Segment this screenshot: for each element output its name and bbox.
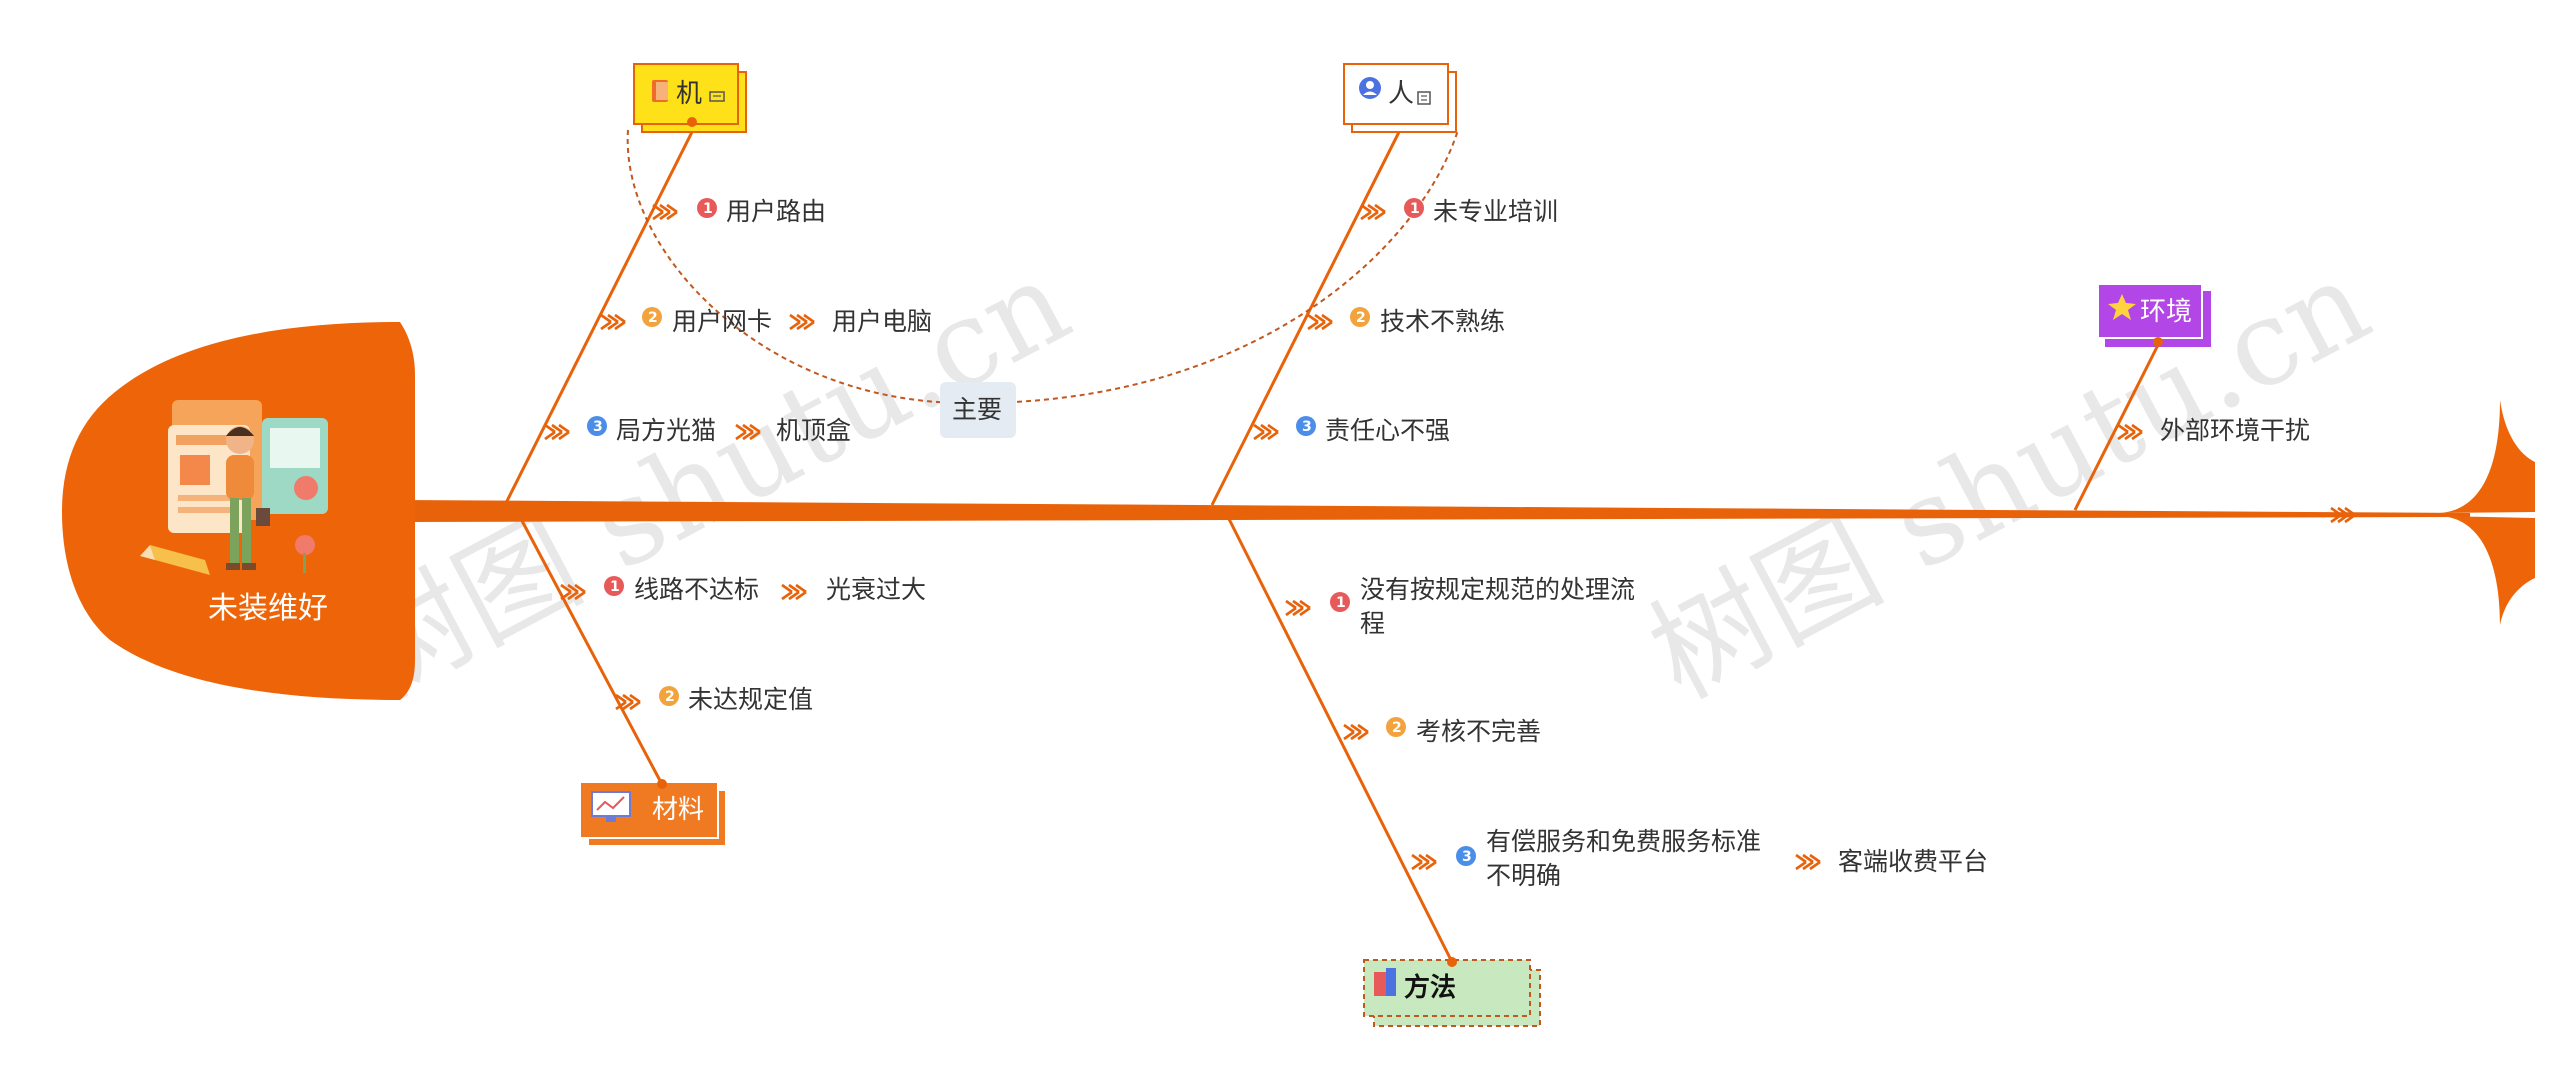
svg-text:3: 3: [1462, 849, 1472, 865]
watermark-right: 树图 shutu.cn: [1628, 232, 2390, 724]
cause-machine-3[interactable]: 局方光猫: [616, 416, 716, 445]
cause-people-3[interactable]: 责任心不强: [1325, 416, 1450, 445]
note-icon: [1417, 91, 1431, 105]
svg-text:2: 2: [1356, 310, 1366, 326]
cause-machine-1[interactable]: 用户路由: [726, 197, 826, 226]
svg-text:2: 2: [1392, 720, 1402, 736]
cause-material-2[interactable]: 未达规定值: [688, 685, 813, 714]
svg-text:树图 shutu.cn: 树图 shutu.cn: [1628, 232, 2390, 724]
cause-machine-2[interactable]: 用户网卡: [672, 307, 772, 336]
cause-machine-3-sub[interactable]: 机顶盒: [776, 416, 851, 445]
badge-1: 1: [1330, 592, 1350, 612]
category-material-label: 材料: [652, 795, 704, 825]
cause-method-1-line2[interactable]: 程: [1360, 609, 1385, 638]
books-icon: [1374, 968, 1396, 996]
cause-method-3-line2[interactable]: 不明确: [1486, 861, 1561, 890]
bone-environment: [2073, 344, 2160, 511]
category-environment-label: 环境: [2140, 297, 2192, 327]
svg-text:2: 2: [648, 310, 658, 326]
category-people-label: 人: [1388, 79, 1414, 109]
svg-text:1: 1: [610, 579, 620, 595]
cause-method-2[interactable]: 考核不完善: [1416, 717, 1541, 746]
head-label: 未装维好: [208, 591, 328, 626]
badge-1: 1: [697, 198, 717, 218]
cause-environment-1[interactable]: 外部环境干扰: [2160, 416, 2310, 445]
category-method[interactable]: 方法: [1363, 957, 1541, 1027]
category-method-label: 方法: [1404, 972, 1456, 1003]
head-illustration: [140, 400, 328, 575]
badge-2: 2: [659, 686, 679, 706]
bone-method: [1226, 516, 1454, 963]
spine: [400, 500, 2470, 522]
cause-method-3-line1[interactable]: 有偿服务和免费服务标准: [1486, 827, 1761, 856]
svg-text:1: 1: [703, 201, 713, 217]
monitor-icon: [591, 791, 631, 822]
svg-text:3: 3: [593, 419, 603, 435]
category-machine[interactable]: 机: [633, 63, 747, 133]
category-environment[interactable]: 环境: [2097, 283, 2211, 347]
badge-1: 1: [1404, 198, 1424, 218]
cause-method-1-line1[interactable]: 没有按规定规范的处理流: [1360, 575, 1635, 604]
svg-text:2: 2: [665, 689, 675, 705]
cause-material-1-sub[interactable]: 光衰过大: [826, 575, 926, 604]
star-icon: [2108, 294, 2136, 320]
bone-people: [1210, 125, 1404, 506]
svg-text:3: 3: [1302, 419, 1312, 435]
bone-material: [518, 516, 667, 791]
svg-text:1: 1: [1336, 595, 1346, 611]
cause-people-1[interactable]: 未专业培训: [1433, 197, 1558, 226]
bone-machine: [503, 125, 697, 506]
badge-2: 2: [1386, 717, 1406, 737]
cause-people-2[interactable]: 技术不熟练: [1380, 307, 1505, 336]
cause-method-3-sub[interactable]: 客端收费平台: [1838, 847, 1988, 876]
badge-3: 3: [1296, 416, 1316, 436]
person-icon: [1359, 77, 1381, 99]
fish-tail: [2440, 400, 2535, 513]
cause-machine-2-sub[interactable]: 用户电脑: [832, 307, 932, 336]
badge-2: 2: [642, 307, 662, 327]
book-icon: [652, 80, 668, 102]
note-icon: [709, 91, 725, 102]
svg-text:1: 1: [1410, 201, 1420, 217]
badge-3: 3: [1456, 846, 1476, 866]
category-people[interactable]: 人: [1343, 63, 1457, 133]
cause-material-1[interactable]: 线路不达标: [634, 575, 759, 604]
badge-2: 2: [1350, 307, 1370, 327]
callout-box[interactable]: 主要: [940, 382, 1016, 438]
category-material[interactable]: 材料: [579, 779, 727, 847]
badge-1: 1: [604, 576, 624, 596]
callout-label: 主要: [952, 395, 1002, 424]
category-machine-label: 机: [676, 79, 702, 109]
fish-tail-lower: [2440, 516, 2535, 625]
badge-3: 3: [587, 416, 607, 436]
